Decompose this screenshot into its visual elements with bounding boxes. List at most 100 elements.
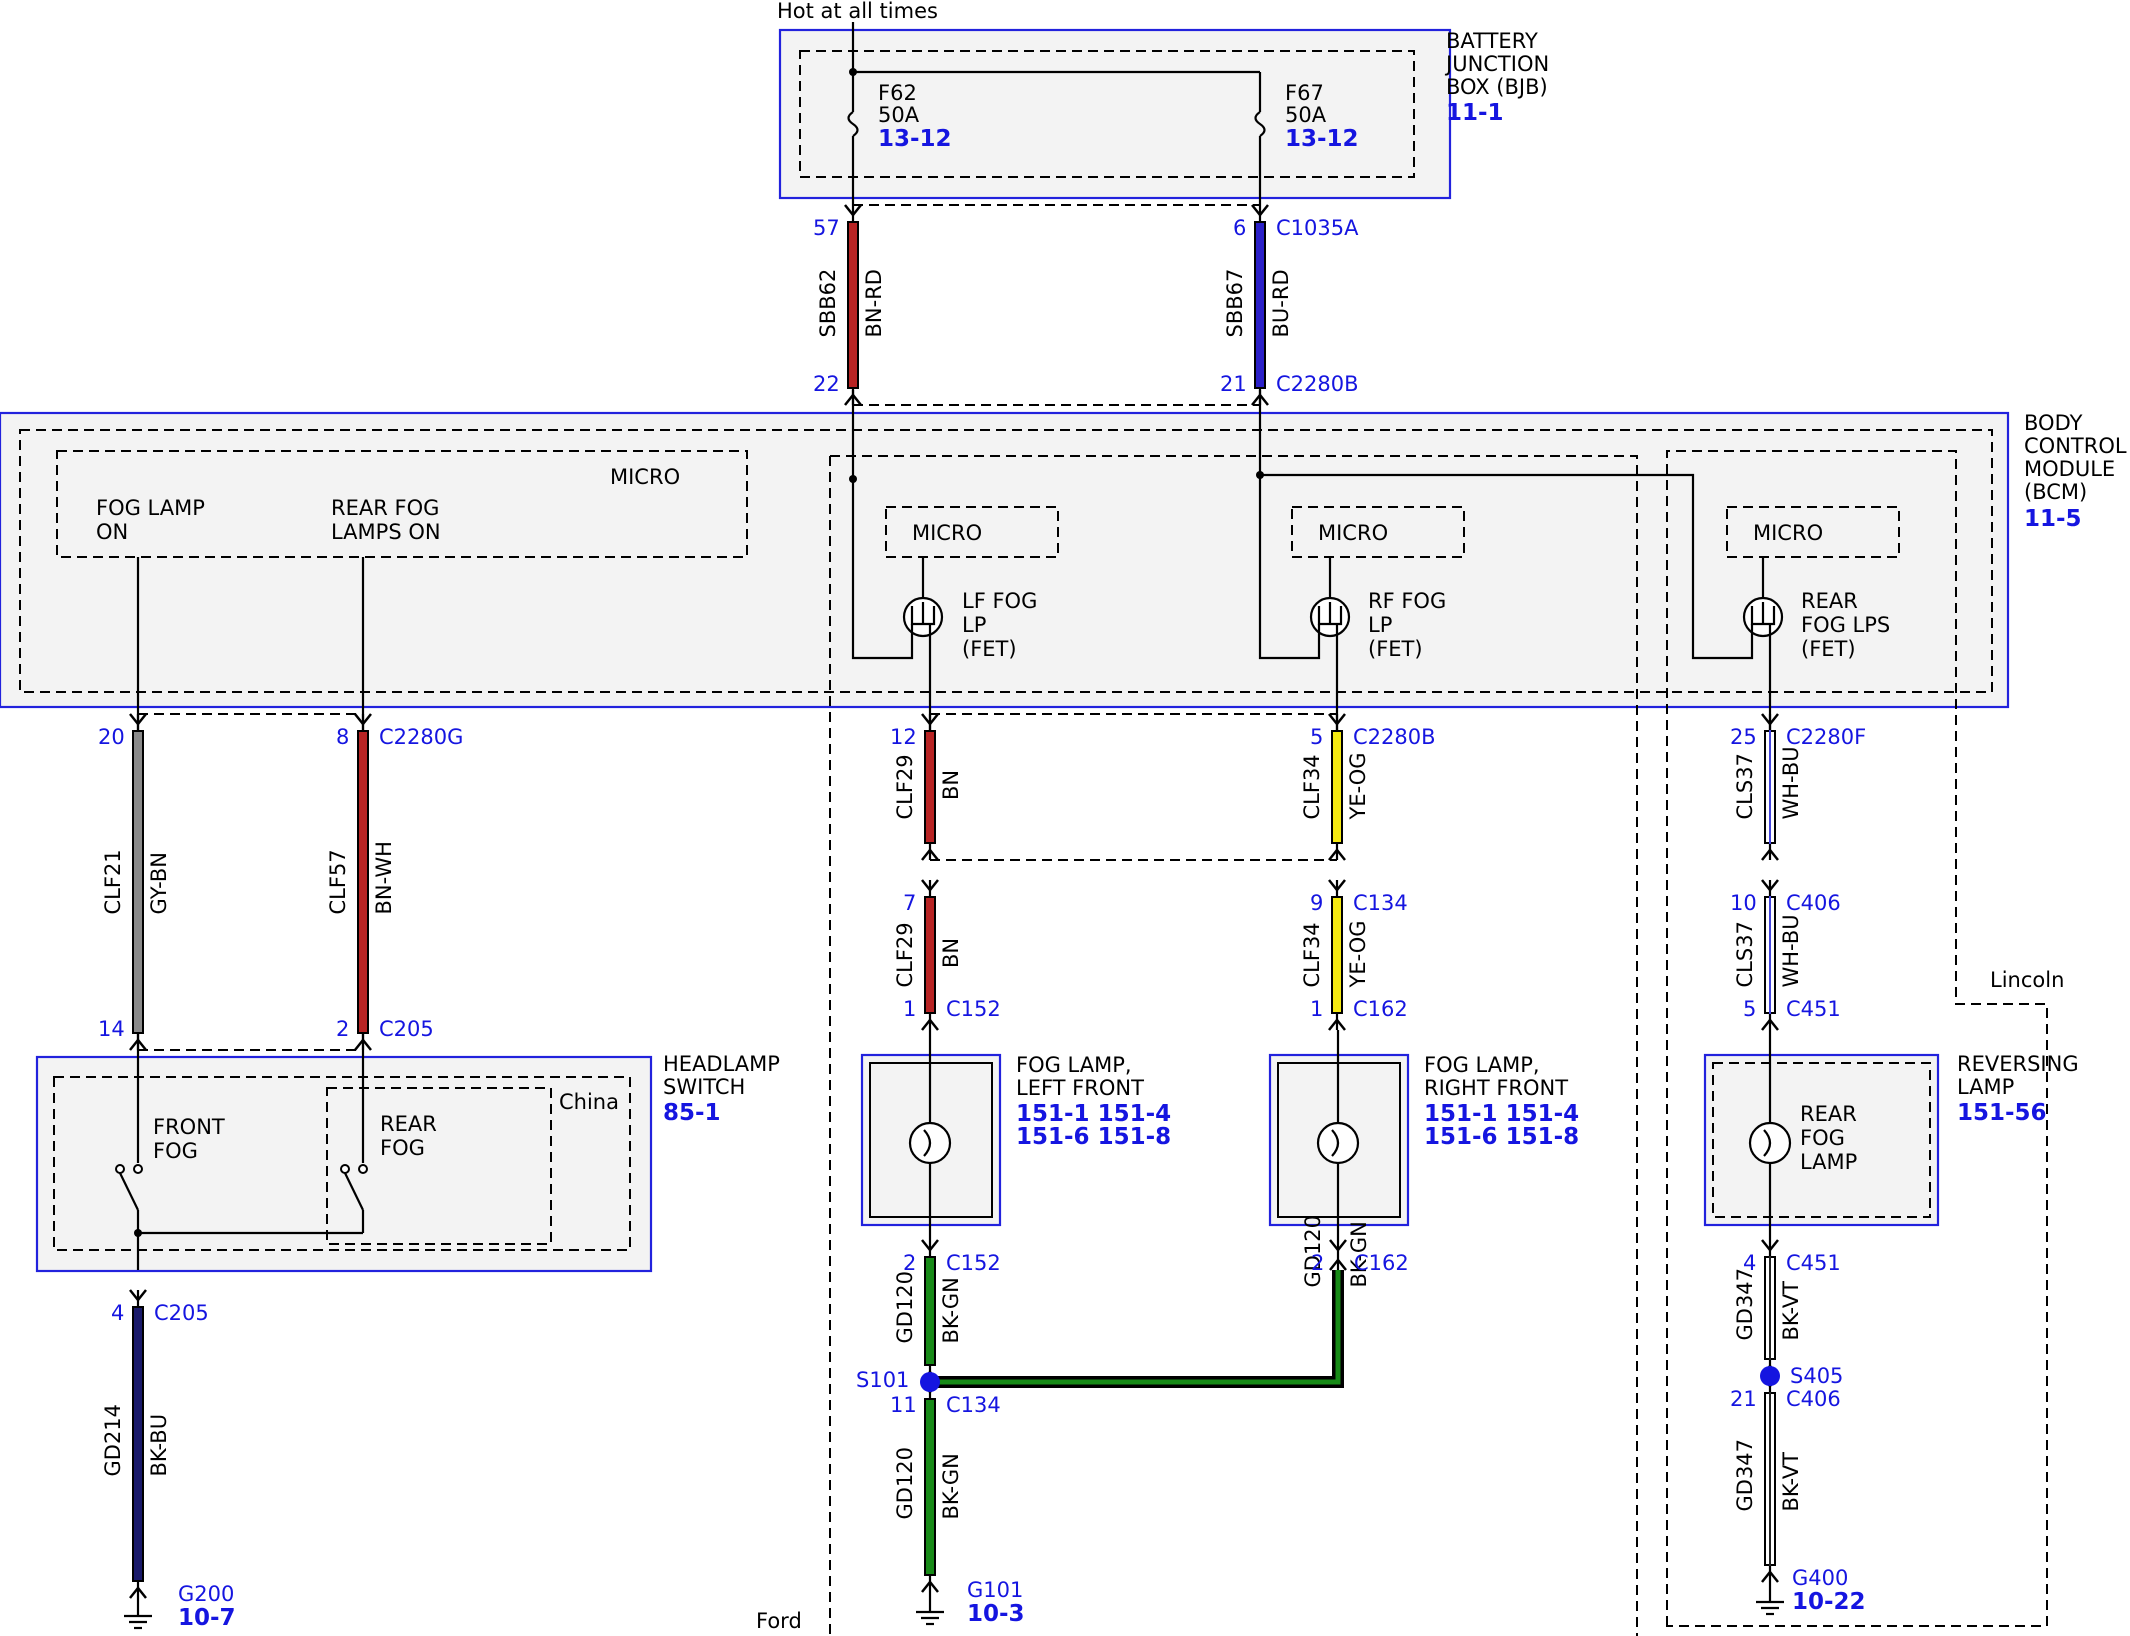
w9-circuit-label: CLF34 [1300,922,1324,987]
lf-fet-label-1: LF FOG [962,589,1037,613]
w9-top-terminal-icon [1328,879,1346,893]
w3-bottom-terminal-icon [129,1037,147,1051]
w11-color-label: BK-BU [147,1414,171,1477]
w5-wire-fill [926,732,934,842]
reversing-lamp-name-1: REVERSING [1957,1052,2079,1076]
w12-pin-top: 2 [903,1251,916,1275]
reversing-lamp-ref-link[interactable]: 151-56 [1957,1100,2047,1126]
w8-top-terminal-icon [921,879,939,893]
w8-connector-bottom: C152 [946,997,1001,1021]
w9-bottom-terminal-icon [1328,1017,1346,1031]
bjb-name-2: JUNCTION [1444,52,1549,76]
w5-pin-top: 12 [890,725,917,749]
bcm-name-1: BODY [2024,411,2083,435]
headlamp-switch-ref-link[interactable]: 85-1 [663,1100,721,1126]
china-variant-label: China [559,1090,619,1114]
w15-pin-top: 4 [1743,1251,1756,1275]
fuse-f67-name: F67 [1285,81,1324,105]
bjb-ref-link[interactable]: 11-1 [1446,100,1504,126]
fog-lamp-right-name-1: FOG LAMP, [1424,1053,1540,1077]
w1-top-terminal-icon [844,204,862,218]
hot-at-all-times-label: Hot at all times [777,0,938,23]
w7-circuit-label: CLS37 [1733,753,1757,819]
w1-pin-bottom: 22 [813,372,840,396]
w4-connector-top: C2280G [379,725,463,749]
fog-lamp-left-name-1: FOG LAMP, [1016,1053,1132,1077]
rf-fet-power-wire [1258,390,1321,660]
w3-wire-fill [134,732,142,1032]
w6-wire-fill [1333,732,1341,842]
rear-micro-box [1726,506,1900,558]
w4-bottom-terminal-icon [354,1037,372,1051]
bjb-name-3: BOX (BJB) [1446,75,1548,99]
rear-fog-switch-icon[interactable] [340,1032,368,1233]
w8-wire-fill [926,898,934,1012]
lf-micro-label: MICRO [912,521,982,545]
bjb-name-1: BATTERY [1446,29,1538,53]
w5-circuit-label: CLF29 [893,754,917,819]
fog-lamp-left-refs-2[interactable]: 151-6 151-8 [1016,1124,1171,1150]
w5-bottom-terminal-icon [921,847,939,861]
splice-s101-label: S101 [856,1368,909,1392]
w4-color-label: BN-WH [372,841,396,914]
ford-variant-label: Ford [756,1609,802,1633]
w12-circuit-label: GD120 [893,1271,917,1344]
w10-pin-bottom: 5 [1743,997,1756,1021]
fuse-f67-ref-link[interactable]: 13-12 [1285,126,1359,152]
rear-fog-lamp-label-3: LAMP [1800,1150,1857,1174]
w12-connector-top: C152 [946,1251,1001,1275]
fog-lamp-right-refs-1[interactable]: 151-1 151-4 [1424,1101,1579,1127]
splice-s101-dot[interactable] [920,1372,940,1392]
bcm-name-4: (BCM) [2024,480,2087,504]
rf-fet-icon [1309,596,1351,638]
fuse-f62-name: F62 [878,81,917,105]
w9-color-label: YE-OG [1346,920,1370,988]
w1-pin-top: 57 [813,216,840,240]
w16-color-label: BK-VT [1779,1452,1803,1512]
w14-pin-top: 11 [890,1393,917,1417]
w11-top-terminal-icon [129,1289,147,1303]
w5-top-terminal-icon [921,713,939,727]
w2-connector-top: C1035A [1276,216,1359,240]
rear-fog-lamp-label-1: REAR [1800,1102,1857,1126]
w14-bottom-terminal-icon [921,1579,939,1593]
w9-wire-fill [1333,898,1341,1012]
fog-lamp-left-bulb-icon [908,1030,952,1240]
w7-connector-top: C2280F [1786,725,1866,749]
w13-connector-top: C162 [1354,1251,1409,1275]
ground-g400-ref-link[interactable]: 10-22 [1792,1589,1866,1615]
lf-junction-dot [849,475,857,483]
rear-micro-label: MICRO [1753,521,1823,545]
reversing-lamp-name-2: LAMP [1957,1075,2014,1099]
bcm-ref-link[interactable]: 11-5 [2024,506,2082,532]
splice-s405-dot[interactable] [1760,1366,1780,1386]
w6-connector-top: C2280B [1353,725,1436,749]
fog-lamp-left-refs-1[interactable]: 151-1 151-4 [1016,1101,1171,1127]
lf-fet-power-wire [851,390,914,660]
w7-top-terminal-icon [1761,713,1779,727]
splice-s405-label: S405 [1790,1364,1843,1388]
fuse-f62-rating: 50A [878,103,920,127]
headlamp-switch-name-2: SWITCH [663,1075,745,1099]
w11-bottom-terminal-icon [129,1585,147,1599]
w10-circuit-label: CLS37 [1733,921,1757,987]
w4-pin-bottom: 2 [336,1017,349,1041]
front-fog-switch-icon[interactable] [115,1032,143,1270]
ground-g101-ref-link[interactable]: 10-3 [967,1601,1025,1627]
w10-color-label: WH-BU [1779,914,1803,987]
fog-lamp-right-refs-2[interactable]: 151-6 151-8 [1424,1124,1579,1150]
fog-lamp-right-name-2: RIGHT FRONT [1424,1076,1568,1100]
ground-g200-ref-link[interactable]: 10-7 [178,1605,236,1631]
rf-fet-label-3: (FET) [1368,637,1423,661]
w13-circuit-label: GD120 [1301,1215,1325,1288]
fuse-f62-ref-link[interactable]: 13-12 [878,126,952,152]
w2-wire-fill [1256,223,1264,387]
w2-color-label: BU-RD [1269,269,1293,337]
w7-color-label: WH-BU [1779,746,1803,819]
rear-fog-lamps-on-label-2: LAMPS ON [331,520,441,544]
rf-micro-label: MICRO [1318,521,1388,545]
w13-bottom-terminal-icon [1329,1257,1347,1271]
rear-fet-power-wire [1260,473,1754,660]
rear-fog-label-1: REAR [380,1112,437,1136]
